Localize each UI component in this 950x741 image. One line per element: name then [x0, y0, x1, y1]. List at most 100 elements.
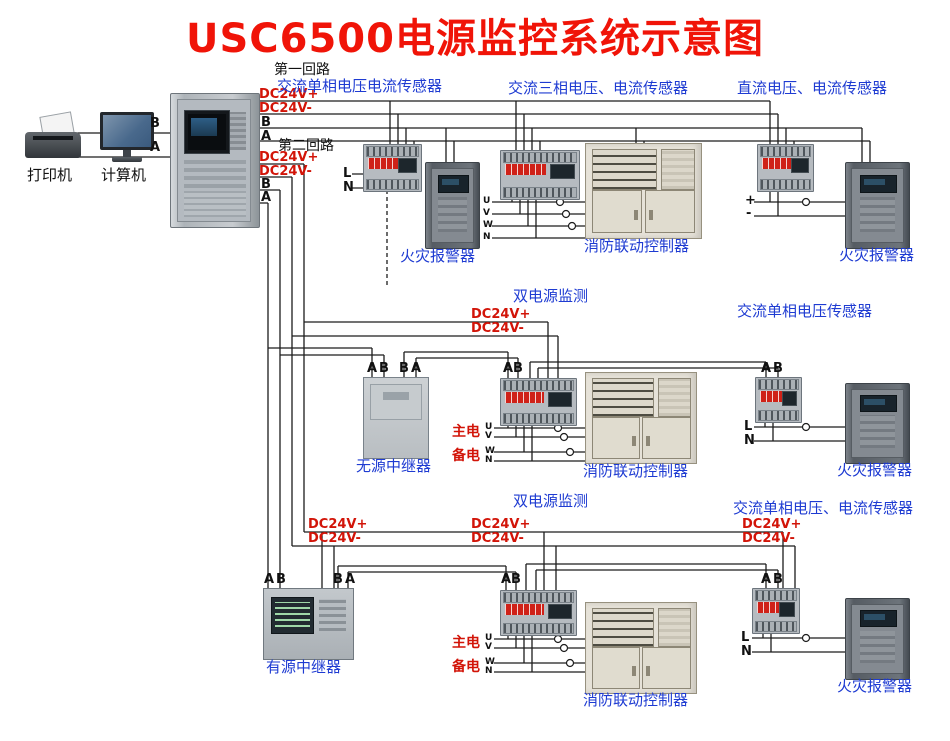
host-vent	[184, 191, 246, 217]
fire-alarm-label-row1-right: 火灾报警器	[839, 246, 915, 264]
brand-band	[762, 158, 791, 169]
label-a: A	[761, 572, 772, 587]
terminal-strip	[758, 410, 799, 421]
label-b: B	[773, 572, 783, 587]
label-b: B	[773, 361, 783, 376]
label-a: A	[411, 361, 422, 376]
label-b: B	[399, 361, 409, 376]
module-display	[547, 392, 572, 407]
label-n: N	[485, 455, 493, 465]
fa-display	[859, 174, 898, 193]
brand-band	[760, 391, 784, 402]
sensor-ac-three-phase-vc	[500, 150, 580, 200]
label-n: N	[741, 644, 752, 659]
wire-sensor1-ln-stubs	[352, 173, 363, 189]
wire-row3-right-ln	[752, 632, 845, 653]
label-dc24v-minus: DC24V-	[259, 101, 312, 116]
fire-alarm-label-row3: 火灾报警器	[837, 677, 913, 695]
wire-row3-loop-chain	[337, 563, 779, 590]
lk-side-panel	[657, 607, 691, 648]
fa-inner	[431, 168, 474, 243]
lk-door-right	[642, 416, 691, 459]
label-b: B	[150, 116, 160, 131]
label-n: N	[483, 232, 491, 242]
host-button-rows	[184, 158, 246, 188]
terminal-strip	[760, 146, 811, 157]
lk-side-panel	[661, 148, 696, 191]
sensor3-title: 直流电压、电流传感器	[737, 79, 888, 97]
label-n: N	[744, 433, 755, 448]
label-n: N	[343, 180, 354, 195]
label-b: B	[379, 361, 389, 376]
wire-drops-sensor2	[515, 101, 541, 150]
label-n: N	[485, 666, 493, 676]
host-display	[184, 110, 230, 154]
label-loop2: 第二回路	[278, 138, 334, 154]
lk-slot-rack	[591, 607, 654, 648]
monitor-screen	[103, 115, 151, 147]
computer-label: 计算机	[101, 166, 147, 184]
wire-loop2-vertical-bus	[258, 163, 305, 588]
label-dc24v-minus: DC24V-	[308, 531, 361, 546]
wire-loop1-bus	[258, 100, 870, 142]
label-u: U	[483, 196, 491, 206]
fa-inner	[851, 168, 904, 243]
module-display	[781, 391, 797, 406]
label-dc24v-plus: DC24V+	[259, 87, 319, 102]
wire-dc-mains	[754, 190, 845, 217]
terminal-strip	[366, 179, 419, 190]
module-display	[790, 158, 809, 173]
monitor-neck	[123, 150, 131, 157]
repeater-display	[271, 597, 315, 635]
fa-keys	[859, 630, 896, 664]
backup-power-label-row2: 备电	[452, 448, 480, 464]
label-w: W	[483, 220, 493, 230]
lk-door-left	[591, 646, 640, 689]
label-dc24v-minus: DC24V-	[259, 164, 312, 179]
terminal-strip	[503, 592, 574, 603]
linkage-label-row3: 消防联动控制器	[583, 691, 689, 709]
wire-row2-loop-chain	[403, 351, 779, 378]
label-a: A	[264, 572, 275, 587]
linkage-label-row2: 消防联动控制器	[583, 462, 689, 480]
fire-alarm-panel-row3	[845, 598, 910, 680]
ct-circle	[801, 422, 811, 432]
label-plus: +	[745, 193, 756, 208]
terminal-strip	[760, 179, 811, 190]
brand-band	[505, 604, 544, 615]
label-dc24v-minus: DC24V-	[742, 531, 795, 546]
printer-slot	[33, 136, 73, 140]
brand-band	[757, 602, 781, 613]
label-w: W	[485, 446, 495, 456]
label-dc24v-plus: DC24V+	[471, 307, 531, 322]
terminal-strip	[366, 146, 419, 157]
label-v: V	[483, 208, 490, 218]
fire-alarm-label-row1-left: 火灾报警器	[400, 247, 476, 265]
label-a: A	[261, 190, 272, 205]
brand-band	[505, 164, 546, 175]
label-u: U	[485, 422, 493, 432]
label-l: L	[744, 419, 753, 434]
label-l: L	[343, 166, 352, 181]
fa-display	[859, 395, 898, 413]
ct-circle	[801, 197, 811, 207]
wire-drops-alarms-linkage	[445, 128, 871, 162]
label-b: B	[333, 572, 343, 587]
fire-alarm-panel-row1-left	[425, 162, 480, 249]
label-a: A	[501, 572, 512, 587]
ct-circle	[565, 447, 575, 457]
label-dc24v-minus: DC24V-	[471, 321, 524, 336]
linkage-controller-cabinet-row1	[585, 143, 702, 239]
repeater-keys	[319, 598, 346, 631]
fire-alarm-panel-row1-right	[845, 162, 910, 249]
fa-display	[438, 174, 469, 193]
brand-band	[505, 392, 544, 403]
printer-label: 打印机	[27, 166, 73, 184]
module-display	[547, 604, 572, 619]
main-power-label-row3: 主电	[452, 635, 480, 651]
terminal-strip	[503, 152, 577, 163]
module-display	[779, 602, 795, 617]
monitor-base	[112, 157, 142, 162]
